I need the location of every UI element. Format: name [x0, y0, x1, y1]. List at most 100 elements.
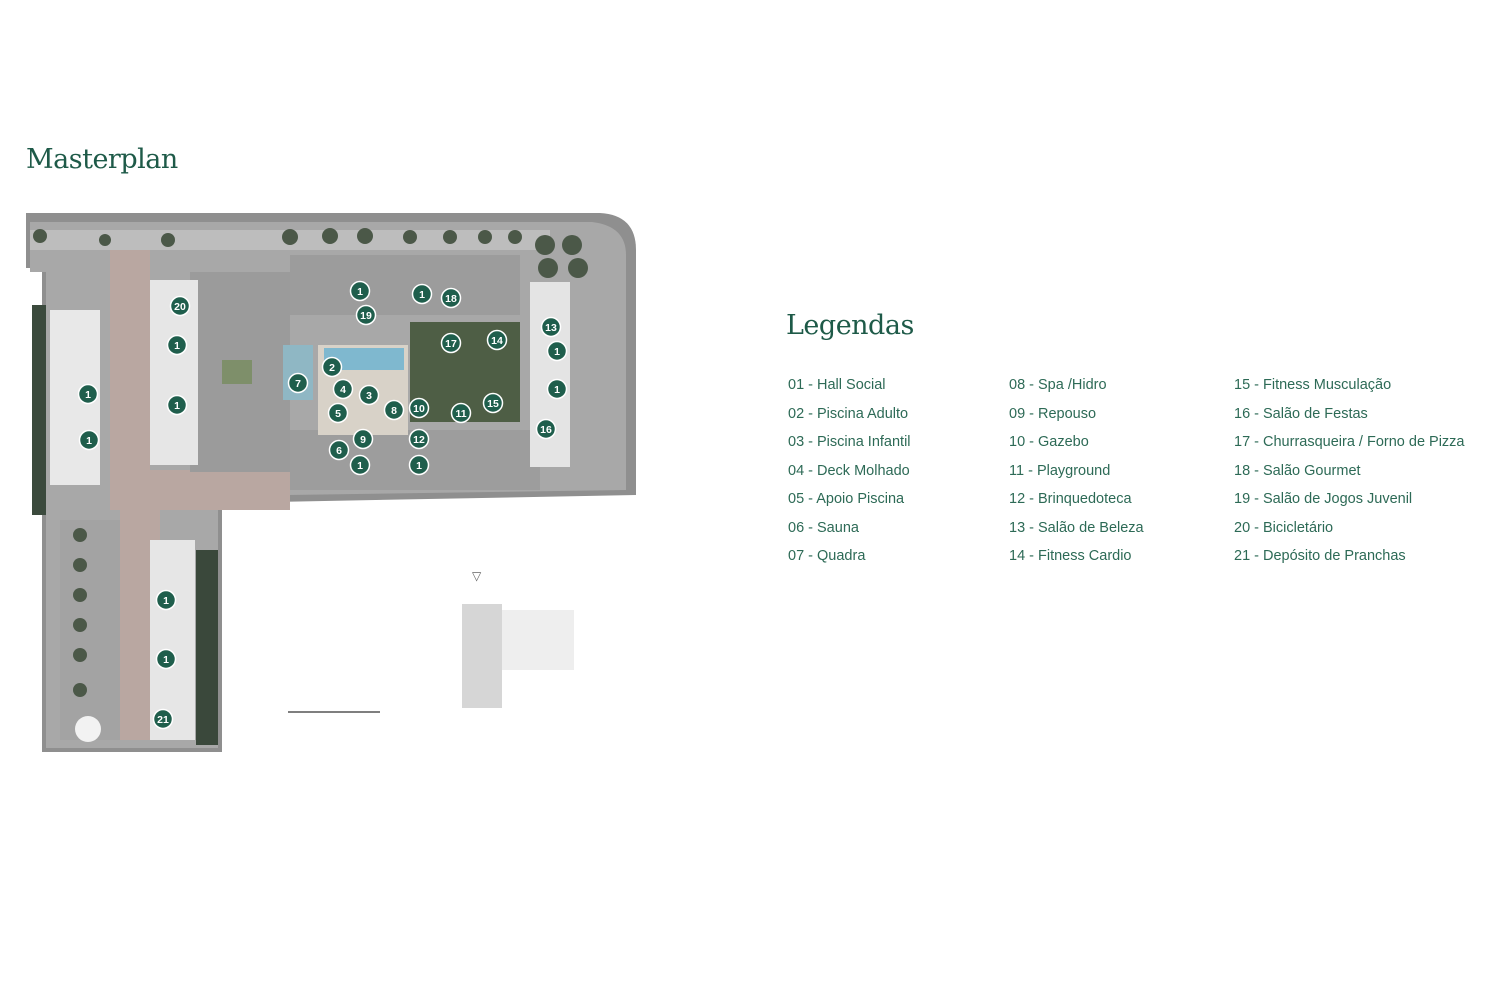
- amenity-marker: 1: [78, 429, 100, 451]
- amenity-marker: 5: [327, 402, 349, 424]
- legend-item: 10 - Gazebo: [1009, 434, 1089, 450]
- amenity-marker: 1: [349, 454, 371, 476]
- building-lower: [150, 540, 195, 740]
- amenity-marker: 16: [535, 418, 557, 440]
- amenity-marker-label: 1: [85, 389, 91, 401]
- amenity-marker: 1: [77, 383, 99, 405]
- amenity-marker-label: 1: [357, 286, 363, 298]
- legend-item: 12 - Brinquedoteca: [1009, 491, 1132, 507]
- amenity-marker: 11: [450, 402, 472, 424]
- parking-lower: [60, 520, 120, 740]
- amenity-marker: 1: [166, 334, 188, 356]
- amenity-marker-label: 18: [445, 293, 457, 305]
- amenity-marker: 1: [411, 283, 433, 305]
- amenity-marker: 14: [486, 329, 508, 351]
- location-map-detail: [502, 610, 574, 670]
- amenity-marker-label: 8: [391, 405, 397, 417]
- amenity-marker: 4: [332, 378, 354, 400]
- amenity-marker-label: 7: [295, 378, 301, 390]
- amenity-marker: 10: [408, 397, 430, 419]
- legend-item: 16 - Salão de Festas: [1234, 405, 1368, 422]
- legend-item: 17 - Churrasqueira / Forno de Pizza: [1234, 434, 1465, 450]
- legend-item: 08 - Spa /Hidro: [1009, 377, 1107, 393]
- amenity-marker-label: 2: [329, 362, 335, 374]
- amenity-marker-label: 9: [360, 434, 366, 446]
- amenity-marker: 20: [169, 295, 191, 317]
- amenity-marker: 1: [349, 280, 371, 302]
- legend-item: 03 - Piscina Infantil: [788, 434, 911, 450]
- amenity-marker: 12: [408, 428, 430, 450]
- amenity-marker-label: 21: [157, 714, 169, 726]
- amenity-marker-label: 1: [419, 289, 425, 301]
- compass-icon: ▽: [472, 569, 482, 583]
- legend-item: 18 - Salão Gourmet: [1234, 462, 1361, 479]
- amenity-marker: 19: [355, 304, 377, 326]
- amenity-marker: 2: [321, 356, 343, 378]
- amenity-marker-label: 17: [445, 338, 457, 350]
- legend-item: 07 - Quadra: [788, 548, 866, 564]
- amenity-marker-label: 11: [455, 408, 466, 420]
- amenity-marker: 15: [482, 392, 504, 414]
- amenity-marker-label: 20: [174, 301, 186, 313]
- building-right: [530, 282, 570, 467]
- amenity-marker-label: 1: [163, 595, 169, 607]
- amenity-marker-label: 1: [86, 435, 92, 447]
- legend: 01 - Hall Social 02 - Piscina Adulto 03 …: [788, 377, 1488, 577]
- tree-row: [33, 228, 588, 697]
- legend-item: 19 - Salão de Jogos Juvenil: [1234, 491, 1413, 507]
- amenity-marker-label: 13: [545, 322, 557, 334]
- pool: [324, 348, 404, 370]
- amenity-marker-label: 1: [174, 340, 180, 352]
- legend-item: 13 - Salão de Beleza: [1009, 519, 1144, 536]
- lawn-patch: [222, 360, 252, 384]
- legend-item: 14 - Fitness Cardio: [1009, 548, 1132, 564]
- amenity-marker: 6: [328, 439, 350, 461]
- legend-item: 21 - Depósito de Pranchas: [1234, 548, 1406, 564]
- amenity-marker-label: 5: [335, 408, 341, 420]
- parking-top: [290, 255, 520, 315]
- amenity-marker-label: 1: [174, 400, 180, 412]
- amenity-marker: 1: [166, 394, 188, 416]
- page-title: Masterplan: [26, 144, 178, 175]
- amenity-marker-label: 1: [554, 384, 560, 396]
- amenity-marker: 17: [440, 332, 462, 354]
- hedge-lower: [196, 550, 218, 745]
- amenity-marker-label: 1: [416, 460, 422, 472]
- amenity-marker-label: 1: [554, 346, 560, 358]
- legend-item: 01 - Hall Social: [788, 377, 886, 393]
- legend-item: 05 - Apoio Piscina: [788, 491, 905, 507]
- amenity-marker: 7: [287, 372, 309, 394]
- amenity-marker-label: 10: [413, 403, 425, 415]
- legend-item: 11 - Playground: [1009, 462, 1111, 479]
- legend-item: 20 - Bicicletário: [1234, 519, 1334, 536]
- legend-item: 04 - Deck Molhado: [788, 462, 910, 479]
- legend-item: 02 - Piscina Adulto: [788, 405, 909, 422]
- amenity-marker-label: 4: [340, 384, 346, 396]
- amenity-marker-label: 16: [540, 424, 552, 436]
- amenity-marker: 8: [383, 399, 405, 421]
- amenity-marker: 21: [152, 708, 174, 730]
- amenity-marker-label: 1: [357, 460, 363, 472]
- amenity-marker-label: 19: [360, 310, 372, 322]
- amenity-marker: 1: [546, 378, 568, 400]
- amenity-marker-label: 1: [163, 654, 169, 666]
- amenity-marker: 1: [408, 454, 430, 476]
- legend-item: 06 - Sauna: [788, 519, 859, 536]
- amenity-marker: 1: [155, 648, 177, 670]
- amenity-marker: 1: [155, 589, 177, 611]
- amenity-marker: 3: [358, 384, 380, 406]
- amenity-marker: 9: [352, 428, 374, 450]
- amenity-marker: 1: [546, 340, 568, 362]
- legend-item: 15 - Fitness Musculação: [1234, 377, 1392, 393]
- round-feature: [75, 716, 101, 742]
- amenity-marker-label: 14: [491, 335, 503, 347]
- legend-title: Legendas: [786, 310, 914, 341]
- amenity-marker: 18: [440, 287, 462, 309]
- amenity-marker-label: 3: [366, 390, 372, 402]
- location-map: [462, 604, 502, 708]
- amenity-marker-label: 6: [336, 445, 342, 457]
- hedge-left: [32, 305, 46, 515]
- plaza-walk-vertical: [110, 250, 150, 500]
